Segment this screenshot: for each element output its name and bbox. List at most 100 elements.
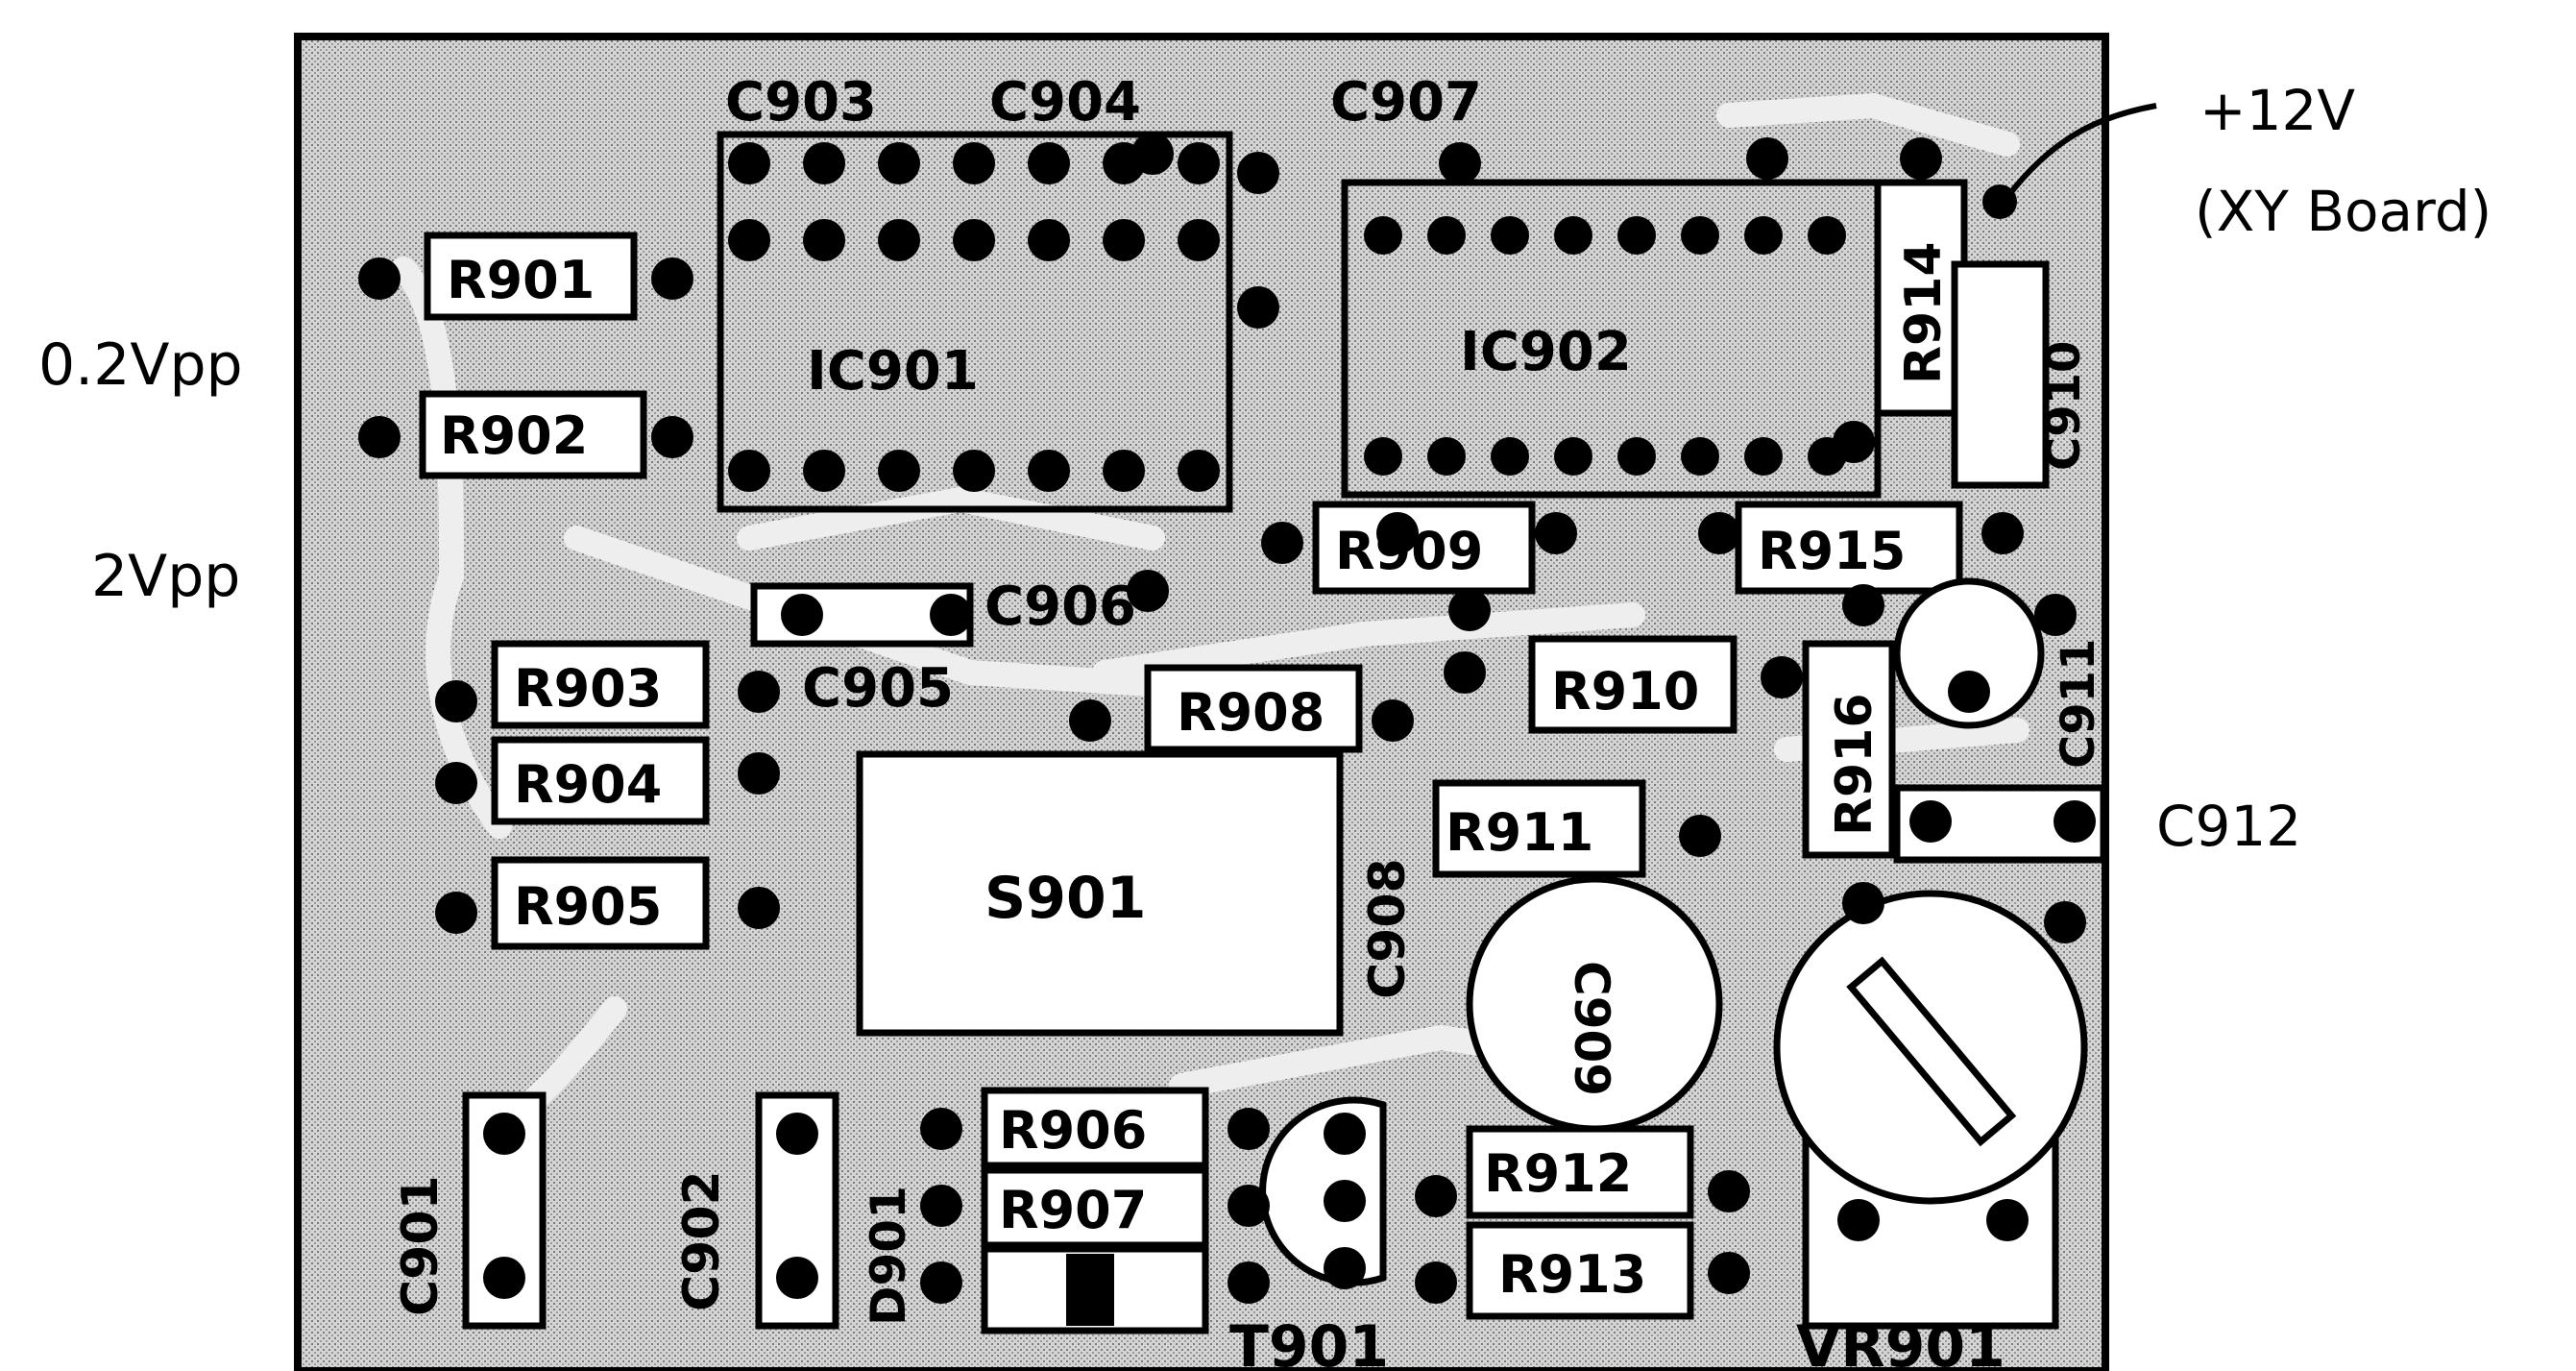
solder-pad [651, 257, 693, 300]
solder-pad [1900, 137, 1942, 180]
ic902-label: IC902 [1460, 321, 1632, 383]
svg-text:R912: R912 [1484, 1143, 1632, 1204]
resistor-r913: R913 [1466, 1221, 1694, 1320]
solder-pad [1444, 651, 1486, 694]
svg-text:D901: D901 [861, 1186, 916, 1326]
svg-text:R902: R902 [440, 405, 588, 466]
ic901-pin [803, 219, 845, 261]
solder-pad [1415, 1261, 1457, 1304]
resistor-r907: R907 [981, 1166, 1209, 1249]
solder-pad [1439, 142, 1481, 184]
resistor-r912: R912 [1466, 1125, 1694, 1219]
supply-lead-line [2005, 103, 2157, 199]
ic901-pin [878, 219, 920, 261]
supply-source-label: (XY Board) [2195, 179, 2491, 244]
ic902-pin [1617, 216, 1656, 255]
ic901-pin [728, 219, 770, 261]
c912-label: C912 [2156, 794, 2301, 859]
svg-text:R910: R910 [1551, 661, 1699, 722]
solder-pad [1708, 1252, 1750, 1294]
solder-pad [1237, 152, 1279, 194]
solder-pad [358, 257, 401, 300]
solder-pad [1227, 1185, 1270, 1227]
ic901-pin [1178, 450, 1220, 492]
svg-text:C910: C910 [2037, 341, 2091, 471]
ic901-pin [878, 142, 920, 184]
solder-pad [2044, 901, 2086, 943]
ic902-pin [1491, 216, 1529, 255]
solder-pad [358, 416, 401, 458]
solder-pad [738, 671, 780, 713]
ic901-pin [953, 142, 995, 184]
solder-pad [1761, 656, 1803, 698]
ic901-pin [728, 450, 770, 492]
svg-text:R903: R903 [514, 658, 662, 719]
svg-text:R904: R904 [514, 754, 662, 815]
c904-label: C904 [989, 71, 1141, 134]
ic901-pin [803, 450, 845, 492]
resistor-r902: R902 [419, 390, 647, 479]
ic902-pin [1744, 216, 1783, 255]
diode-d901: D901 [861, 1186, 1209, 1334]
ic902-pin [1681, 437, 1719, 476]
ic902-pin [1427, 216, 1466, 255]
solder-pad [920, 1108, 962, 1150]
svg-text:T901: T901 [1229, 1313, 1389, 1371]
svg-text:R911: R911 [1446, 802, 1593, 863]
solder-pad [1708, 1170, 1750, 1212]
ic901-pin [1028, 450, 1070, 492]
resistor-r915: R915 [1735, 501, 1963, 595]
solder-pad [1324, 1247, 1366, 1289]
c908-label: C908 [1359, 858, 1417, 999]
solder-pad [776, 1257, 818, 1299]
svg-text:VR901: VR901 [1796, 1313, 2005, 1371]
ic902-pin [1491, 437, 1529, 476]
solder-pad [435, 680, 477, 722]
ic902-pin [1808, 437, 1846, 476]
solder-pad [1127, 570, 1169, 612]
ic902-pin [1681, 216, 1719, 255]
ic902: IC902 [1341, 179, 1882, 499]
resistor-r916: R916 [1802, 640, 1896, 859]
resistor-r909: R909 [1312, 501, 1536, 595]
ic901-pin [1028, 142, 1070, 184]
svg-text:R915: R915 [1758, 521, 1906, 581]
solder-pad [1324, 1180, 1366, 1222]
resistor-r906: R906 [981, 1087, 1209, 1169]
svg-text:R901: R901 [447, 250, 595, 310]
solder-pad [435, 892, 477, 934]
svg-text:R916: R916 [1826, 693, 1883, 836]
c903-label: C903 [725, 71, 877, 134]
solder-pad [1842, 584, 1884, 626]
ic901-pin [953, 219, 995, 261]
svg-text:C909: C909 [1564, 961, 1619, 1096]
svg-text:C902: C902 [673, 1170, 731, 1311]
svg-text:R914: R914 [1895, 241, 1953, 384]
solder-pad [483, 1113, 525, 1155]
svg-text:C906: C906 [984, 575, 1136, 638]
solder-pad [1698, 512, 1740, 554]
svg-text:S901: S901 [984, 865, 1146, 932]
solder-pad [2054, 800, 2096, 843]
solder-pad [1981, 512, 2024, 554]
solder-pad [435, 762, 477, 804]
solder-pad [1837, 1199, 1880, 1241]
solder-pad [920, 1185, 962, 1227]
solder-pad [1415, 1175, 1457, 1217]
solder-pad [1372, 699, 1414, 742]
solder-pad [738, 887, 780, 929]
c907-label: C907 [1330, 71, 1482, 134]
ic901: IC901 [717, 131, 1233, 513]
resistor-r903: R903 [491, 640, 710, 729]
resistor-r908: R908 [1144, 664, 1363, 753]
solder-pad [1227, 1261, 1270, 1304]
resistor-r905: R905 [491, 856, 710, 950]
solder-pad [1842, 882, 1884, 924]
solder-pad [920, 1261, 962, 1304]
trimmer-vr901: VR901 [1773, 890, 2088, 1371]
ic901-pin [1178, 219, 1220, 261]
resistor-r901: R901 [424, 232, 638, 321]
input-low-label: 0.2Vpp [38, 331, 243, 399]
